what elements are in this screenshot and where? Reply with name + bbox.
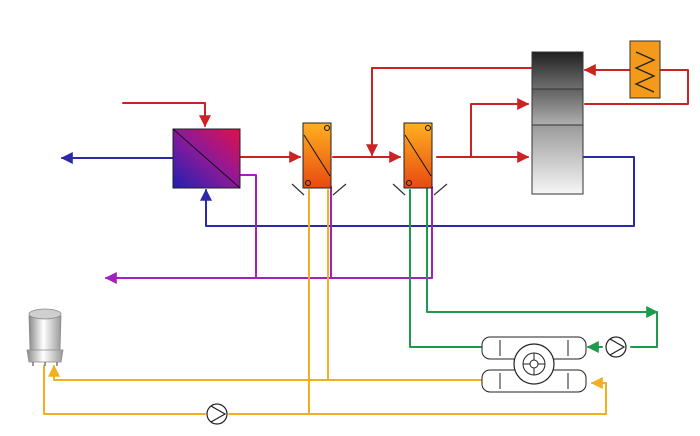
hot-water-pipes bbox=[122, 64, 689, 163]
column-stack-icon bbox=[531, 51, 584, 195]
coil-heater-icon bbox=[629, 40, 661, 99]
pump-icon bbox=[206, 403, 228, 425]
exhaust-pipes bbox=[104, 174, 433, 284]
chilled-water-pipes bbox=[409, 129, 659, 353]
heat-exchanger-icon bbox=[172, 128, 241, 189]
compressor-unit-icon bbox=[481, 336, 587, 393]
tower-loop-pipes bbox=[43, 189, 607, 415]
heat-exchanger-icon bbox=[291, 122, 347, 196]
pump-icon bbox=[605, 336, 627, 358]
heat-exchanger-icon bbox=[392, 122, 448, 196]
cooling-tower-icon bbox=[26, 308, 64, 366]
cooling-loop-pipes bbox=[60, 152, 635, 227]
